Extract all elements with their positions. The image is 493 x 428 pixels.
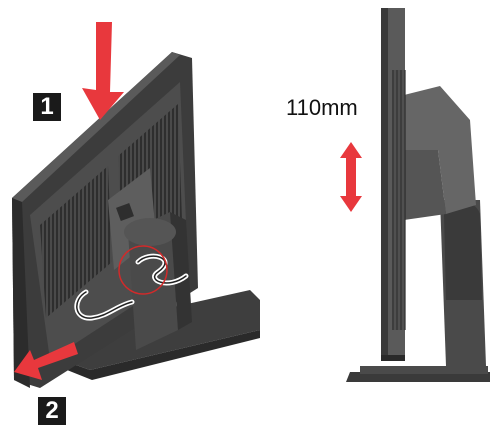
monitor-side-view xyxy=(346,8,490,382)
cable-clip-highlight-circle xyxy=(118,245,168,295)
height-adjust-arrow xyxy=(340,142,362,212)
step-1-badge: 1 xyxy=(33,93,61,121)
press-down-arrow xyxy=(82,22,124,120)
pull-out-arrow xyxy=(14,342,78,380)
height-adjust-label: 110mm xyxy=(286,95,358,120)
monitor-rear-view xyxy=(12,52,260,388)
step-2-badge: 2 xyxy=(38,397,66,425)
